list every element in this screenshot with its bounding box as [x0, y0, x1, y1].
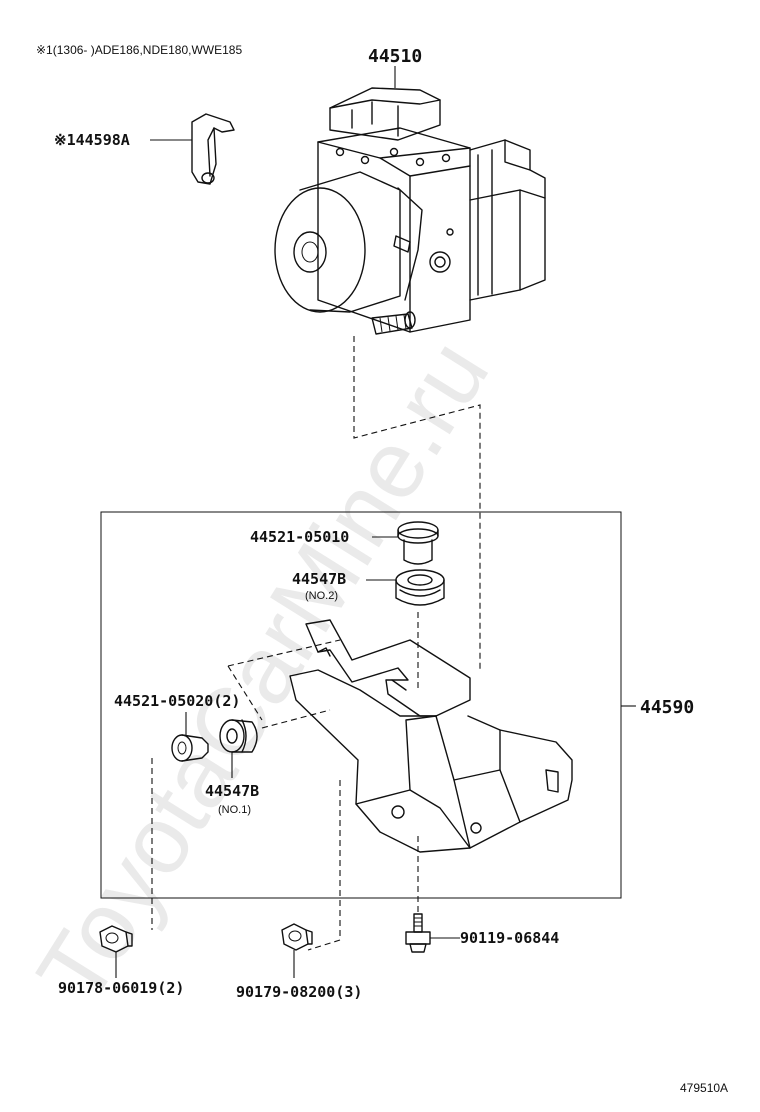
- label-90119-06844: 90119-06844: [460, 929, 559, 947]
- label-44547B-no2: 44547B: [292, 570, 346, 588]
- nut-90179-08200-drawing: [281, 923, 313, 951]
- nut-90178-06019-drawing: [99, 925, 133, 953]
- label-44521-05020: 44521-05020(2): [114, 692, 240, 710]
- label-44590: 44590: [640, 697, 694, 718]
- label-44547B-no1: 44547B: [205, 782, 259, 800]
- label-90178-06019: 90178-06019(2): [58, 979, 184, 997]
- label-44521-05010: 44521-05010: [250, 528, 349, 546]
- collar-44521-05010-drawing: [397, 521, 439, 565]
- grommet-no2-drawing: [395, 569, 445, 606]
- figure-id: 479510A: [680, 1081, 728, 1095]
- label-90179-08200: 90179-08200(3): [236, 983, 362, 1001]
- bracket-44590-drawing: [289, 619, 573, 853]
- abs-actuator-44510-drawing: [274, 87, 546, 335]
- watermark: ToyotaCarMine.ru: [17, 322, 509, 1021]
- bolt-90119-06844-drawing: [405, 913, 431, 953]
- label-44547B-no2-sub: (NO.2): [305, 590, 338, 602]
- bracket-assembly-box: [100, 511, 622, 899]
- label-44510: 44510: [368, 46, 422, 67]
- applicability-note: ※1(1306- )ADE186,NDE180,WWE185: [36, 43, 242, 57]
- label-44547B-no1-sub: (NO.1): [218, 804, 251, 816]
- label-44598A: ※144598A: [54, 131, 130, 149]
- clip-44598A-drawing: [191, 113, 235, 185]
- collar-44521-05020-drawing: [171, 734, 209, 762]
